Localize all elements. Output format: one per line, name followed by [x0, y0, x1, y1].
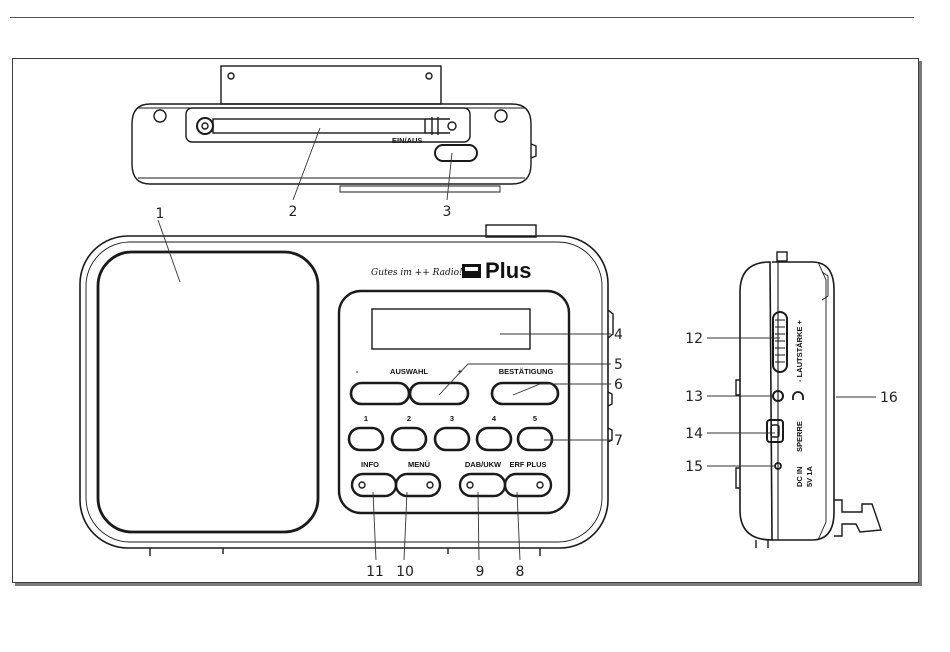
- preset-label-4: 4: [492, 414, 497, 423]
- dc-in-label: DC IN: [795, 467, 804, 487]
- volume-wheel[interactable]: [773, 312, 787, 372]
- dab-ukw-label: DAB/UKW: [465, 460, 502, 469]
- callout-12: 12: [685, 331, 703, 347]
- antenna-pivot-center: [202, 123, 208, 129]
- select-minus-label: -: [356, 367, 359, 376]
- preset-label-5: 5: [533, 414, 537, 423]
- top-corner-right: [495, 110, 507, 122]
- speaker-grille: [98, 252, 318, 532]
- plus-logo-icon-stripe: [465, 267, 478, 271]
- brand-logo: Plus: [485, 258, 531, 283]
- control-panel: [339, 291, 569, 513]
- callout-3: 3: [443, 204, 452, 220]
- antenna-recess: [186, 108, 470, 142]
- side-stand: [834, 500, 881, 536]
- antenna-tip: [425, 117, 450, 135]
- callout-4: 4: [614, 327, 623, 343]
- side-front-bevel: [818, 262, 826, 540]
- stand-plate: [221, 66, 441, 104]
- front-view: [80, 225, 613, 556]
- volume-label: - LAUTSTÄRKE +: [795, 320, 804, 382]
- confirm-button[interactable]: [492, 383, 558, 404]
- select-plus-label: +: [458, 367, 463, 376]
- front-feet: [150, 548, 540, 556]
- preset-button-2[interactable]: [392, 428, 426, 450]
- callout-6: 6: [614, 377, 623, 393]
- select-label: AUSWAHL: [390, 367, 428, 376]
- preset-label-2: 2: [407, 414, 411, 423]
- preset-button-4[interactable]: [477, 428, 511, 450]
- side-back-shell: [740, 262, 772, 540]
- stand-hole-right: [426, 73, 432, 79]
- info-led: [359, 482, 365, 488]
- preset-button-3[interactable]: [435, 428, 469, 450]
- side-antenna-stub: [777, 252, 787, 261]
- menu-label: MENÜ: [408, 460, 430, 469]
- dab-led: [467, 482, 473, 488]
- select-minus-button[interactable]: [351, 383, 409, 404]
- info-label: INFO: [361, 460, 379, 469]
- headphone-icon: [793, 392, 803, 400]
- callout-13: 13: [685, 389, 703, 405]
- callout-1: 1: [156, 206, 165, 222]
- callout-7: 7: [614, 433, 623, 449]
- display: [372, 309, 530, 349]
- lock-label: SPERRE: [795, 421, 804, 452]
- callout-11: 11: [366, 564, 384, 580]
- side-feet: [756, 540, 768, 548]
- select-plus-button[interactable]: [410, 383, 468, 404]
- top-side-nub: [531, 144, 536, 158]
- callout-2: 2: [289, 204, 298, 220]
- preset-label-1: 1: [364, 414, 368, 423]
- side-top-detail: [822, 272, 828, 300]
- antenna-knob: [448, 122, 456, 130]
- callout-9: 9: [476, 564, 485, 580]
- callout-5: 5: [614, 357, 623, 373]
- callout-10: 10: [396, 564, 414, 580]
- erf-led: [537, 482, 543, 488]
- side-view: [736, 252, 881, 548]
- leader-lines: [158, 128, 876, 560]
- menu-led: [427, 482, 433, 488]
- erf-plus-button[interactable]: [505, 474, 551, 496]
- top-body: [132, 104, 531, 184]
- volume-wheel-ridges: [775, 320, 785, 362]
- slogan-text: Gutes im ++ Radio!: [371, 268, 463, 278]
- top-corner-left: [154, 110, 166, 122]
- callout-8: 8: [516, 564, 525, 580]
- preset-button-1[interactable]: [349, 428, 383, 450]
- dc-spec-label: 5V 1A: [805, 466, 814, 487]
- confirm-label: BESTÄTIGUNG: [499, 367, 554, 376]
- power-switch: [435, 145, 477, 161]
- top-view: [132, 66, 536, 192]
- antenna-pivot: [197, 118, 213, 134]
- preset-button-5[interactable]: [518, 428, 552, 450]
- top-bottom-buttons: [340, 186, 500, 192]
- stand-hole-left: [228, 73, 234, 79]
- erf-plus-label: ERF PLUS: [509, 460, 546, 469]
- power-label: EIN/AUS: [392, 136, 422, 145]
- preset-label-3: 3: [450, 414, 454, 423]
- callout-15: 15: [685, 459, 703, 475]
- lock-switch[interactable]: [767, 420, 783, 442]
- callout-16: 16: [880, 390, 898, 406]
- callout-14: 14: [685, 426, 703, 442]
